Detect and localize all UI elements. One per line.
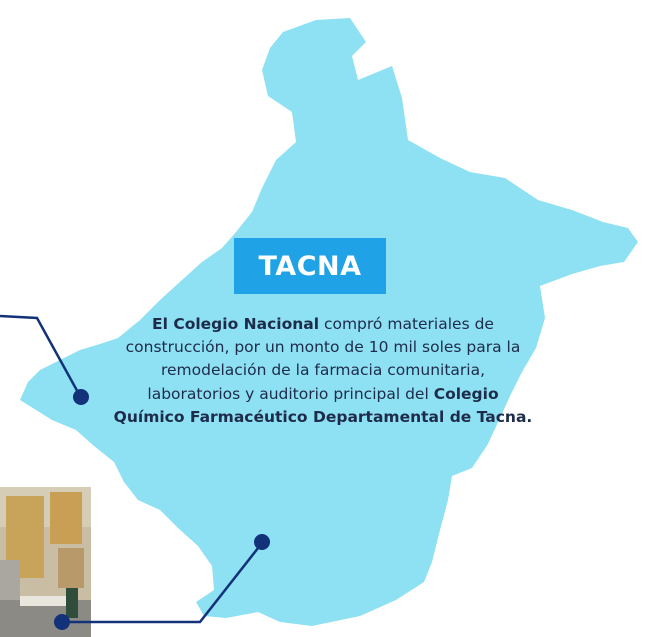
description-body: compró materiales de construcción, por u…: [125, 315, 521, 403]
connector-dot-bottom-map: [254, 534, 270, 550]
connector-line-bottom: [62, 542, 263, 624]
region-title: TACNA: [258, 250, 362, 282]
connector-dot-left: [73, 389, 89, 405]
description-bold-lead: El Colegio Nacional: [152, 315, 320, 333]
construction-photo: [0, 487, 91, 637]
region-title-box: [234, 238, 386, 294]
connector-line-left: [0, 314, 82, 397]
connector-dot-bottom-photo: [54, 614, 70, 630]
description-bold-institution: Colegio Químico Farmacéutico Departament…: [113, 384, 533, 426]
region-description: El Colegio Nacional compró materiales de…: [113, 313, 533, 429]
tacna-region-shape: [20, 18, 638, 626]
